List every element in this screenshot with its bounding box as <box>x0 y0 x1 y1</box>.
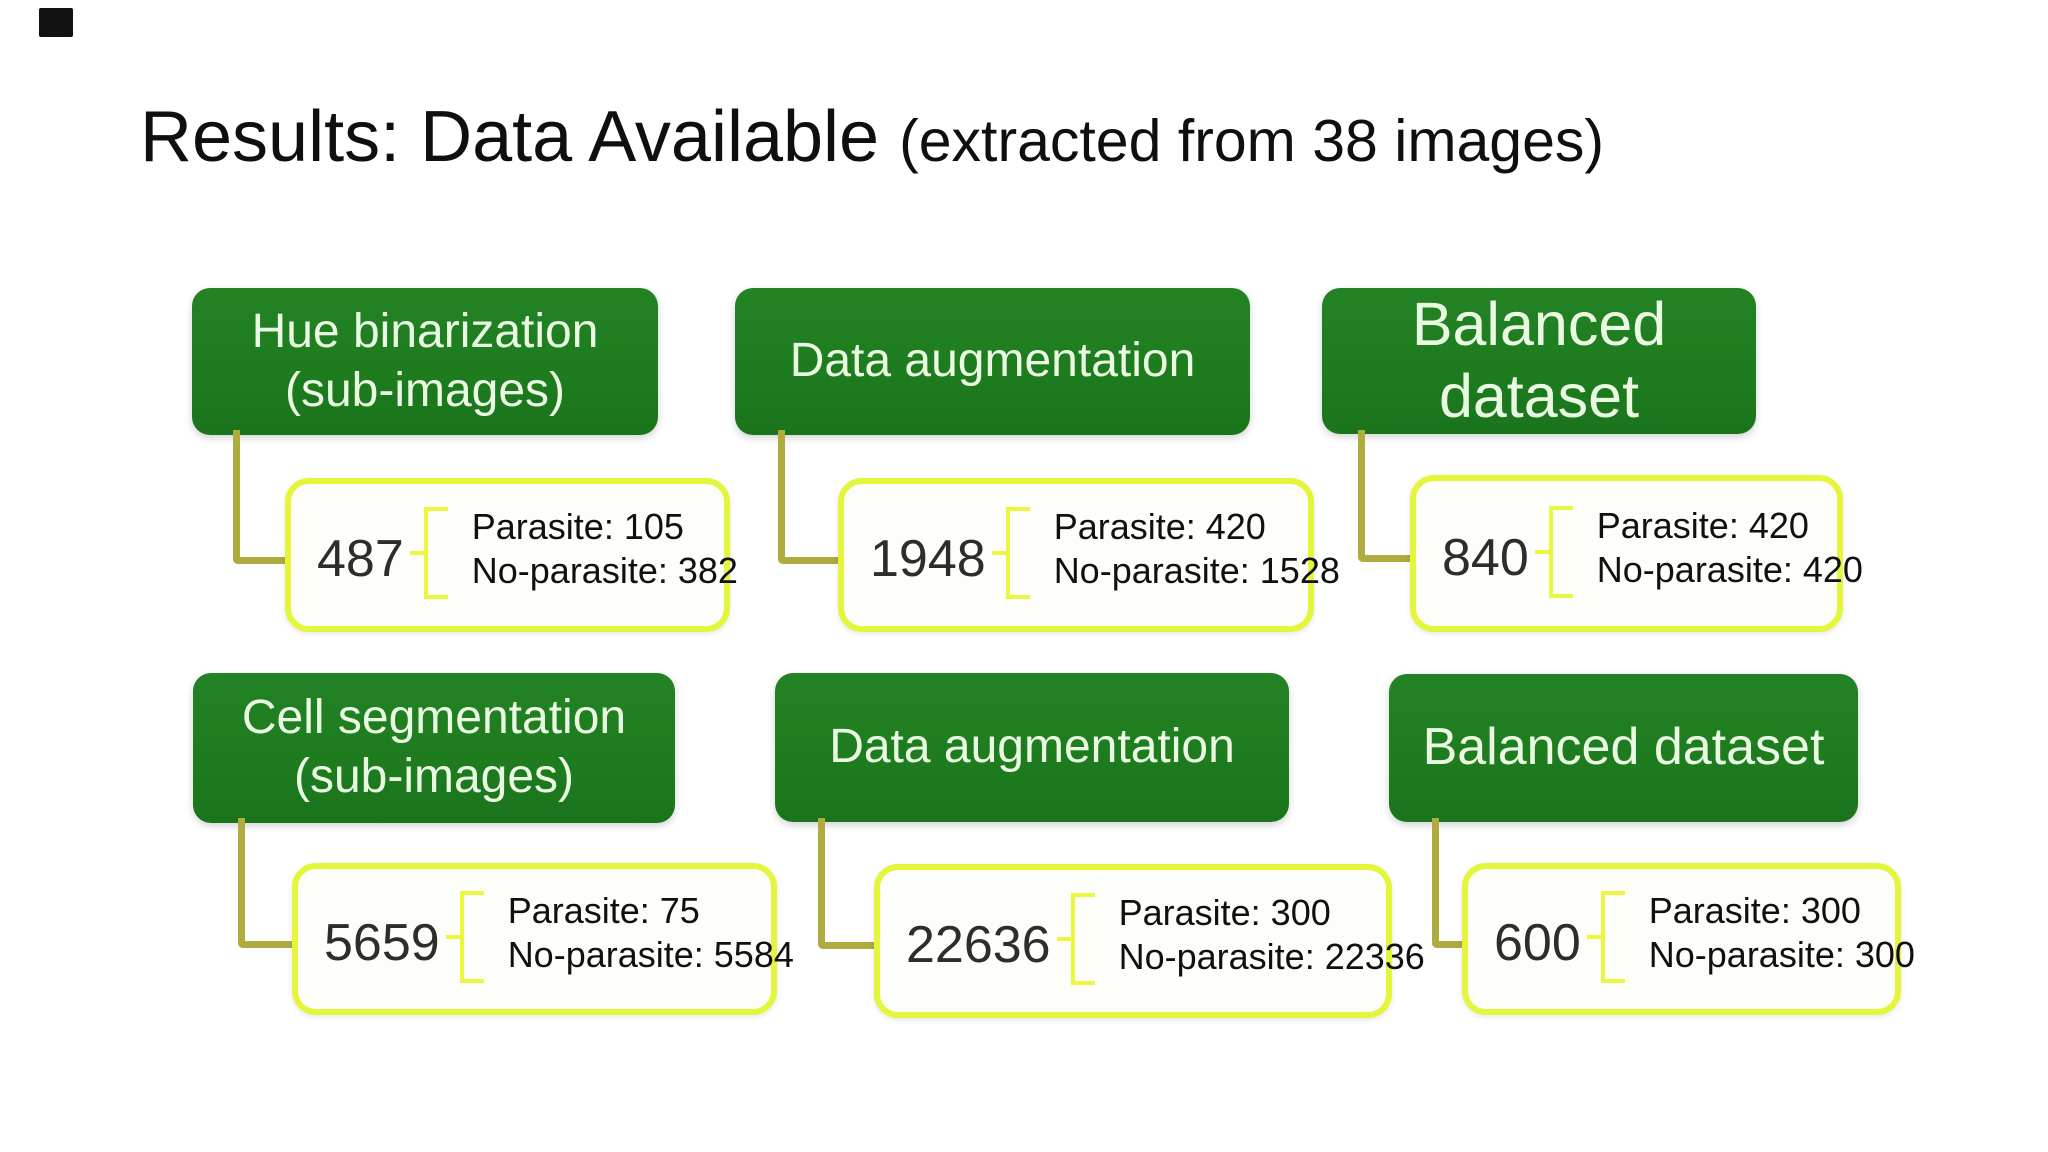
connector-elbow <box>1358 430 1417 562</box>
count-details: Parasite: 300 No-parasite: 300 <box>1649 889 1915 977</box>
count-details: Parasite: 300 No-parasite: 22336 <box>1119 891 1425 979</box>
total-count: 5659 <box>324 914 440 972</box>
stage-box-data-augmentation-1: Data augmentation <box>735 288 1250 435</box>
count-box-cell-segmentation: 5659 Parasite: 75 No-parasite: 5584 <box>292 863 794 1015</box>
count-details: Parasite: 105 No-parasite: 382 <box>472 505 738 593</box>
no-parasite-count: No-parasite: 300 <box>1648 934 1915 975</box>
parasite-count: Parasite: 420 <box>1053 506 1266 547</box>
title-note-text: (extracted from 38 images) <box>899 108 1605 174</box>
stage-box-cell-segmentation: Cell segmentation (sub-images) <box>193 673 675 823</box>
stage-label-line1: Data augmentation <box>829 720 1235 774</box>
brace-icon <box>1056 893 1095 985</box>
connector-elbow <box>233 430 292 564</box>
total-count: 600 <box>1494 914 1581 972</box>
stage-box-balanced-dataset-1: Balanced dataset <box>1322 288 1756 434</box>
total-count: 1948 <box>870 530 986 588</box>
brace-icon <box>991 507 1030 599</box>
brace-icon <box>1586 891 1625 983</box>
connector-elbow <box>1432 818 1469 948</box>
no-parasite-count: No-parasite: 382 <box>471 550 738 591</box>
total-count: 22636 <box>906 916 1051 974</box>
parasite-count: Parasite: 300 <box>1648 890 1861 931</box>
count-details: Parasite: 75 No-parasite: 5584 <box>508 889 794 977</box>
no-parasite-count: No-parasite: 5584 <box>507 934 794 975</box>
no-parasite-count: No-parasite: 420 <box>1596 548 1863 590</box>
count-details: Parasite: 420 No-parasite: 1528 <box>1054 505 1340 593</box>
brace-icon <box>409 507 448 599</box>
brace-icon <box>1534 505 1573 598</box>
stage-box-balanced-dataset-2: Balanced dataset <box>1389 674 1858 822</box>
no-parasite-count: No-parasite: 22336 <box>1118 936 1425 977</box>
top-left-artifact <box>39 8 73 37</box>
title-main-text: Results: Data Available <box>140 97 880 177</box>
connector-elbow <box>818 818 881 949</box>
total-count: 840 <box>1442 528 1529 587</box>
parasite-count: Parasite: 300 <box>1118 892 1331 933</box>
connector-elbow <box>238 818 299 948</box>
brace-icon <box>445 891 484 983</box>
parasite-count: Parasite: 420 <box>1596 504 1809 546</box>
slide-title: Results: Data Available (extracted from 3… <box>140 97 1605 177</box>
stage-label-line1: Cell segmentation <box>241 691 627 745</box>
stage-box-hue-binarization: Hue binarization (sub-images) <box>192 288 658 435</box>
count-box-data-augmentation-1: 1948 Parasite: 420 No-parasite: 1528 <box>838 478 1340 632</box>
count-box-hue-binarization: 487 Parasite: 105 No-parasite: 382 <box>285 478 738 632</box>
count-box-data-augmentation-2: 22636 Parasite: 300 No-parasite: 22336 <box>874 864 1425 1018</box>
parasite-count: Parasite: 75 <box>507 890 700 931</box>
stage-label-line1: Balanced dataset <box>1422 718 1825 777</box>
stage-label-line1: Balanced <box>1411 290 1667 359</box>
no-parasite-count: No-parasite: 1528 <box>1053 550 1340 591</box>
count-box-balanced-dataset-2: 600 Parasite: 300 No-parasite: 300 <box>1462 863 1915 1015</box>
count-details: Parasite: 420 No-parasite: 420 <box>1597 504 1863 592</box>
stage-box-data-augmentation-2: Data augmentation <box>775 673 1289 822</box>
stage-label-line1: Data augmentation <box>789 334 1196 388</box>
count-box-balanced-dataset-1: 840 Parasite: 420 No-parasite: 420 <box>1410 475 1863 632</box>
parasite-count: Parasite: 105 <box>471 506 684 547</box>
stage-label-line1: Hue binarization <box>251 304 599 358</box>
connector-elbow <box>778 430 845 564</box>
stage-label-line2: (sub-images) <box>284 363 566 417</box>
total-count: 487 <box>317 530 404 588</box>
stage-label-line2: (sub-images) <box>293 750 575 803</box>
stage-label-line2: dataset <box>1438 362 1640 430</box>
